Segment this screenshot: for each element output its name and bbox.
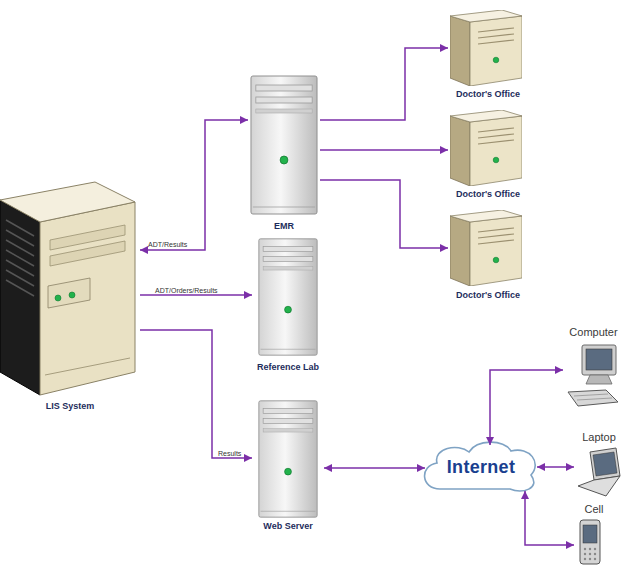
doctor-office-node: Doctor's Office xyxy=(448,8,528,100)
connector-arrow xyxy=(324,467,425,469)
office-computer-icon xyxy=(450,210,522,286)
connector-arrow xyxy=(537,466,574,468)
connector-arrow xyxy=(140,330,252,458)
node-label: Laptop xyxy=(582,431,616,443)
connector-arrow xyxy=(140,120,248,250)
connector-arrow xyxy=(140,294,252,296)
web-server-node: Web Server xyxy=(252,398,324,532)
emr-server-icon xyxy=(251,76,317,214)
edge-label: ADT/Results xyxy=(148,241,187,248)
node-label: Reference Lab xyxy=(257,363,319,373)
web-server-icon xyxy=(259,401,317,517)
office-computer-icon xyxy=(450,110,522,186)
laptop-icon xyxy=(578,448,620,496)
edge-label: Results xyxy=(218,450,241,457)
lis-server-node: LIS System xyxy=(0,180,140,412)
laptop-node: Laptop xyxy=(574,431,624,501)
connector-arrow xyxy=(320,149,448,151)
emr-server-node: EMR xyxy=(248,72,320,232)
cell-phone-icon xyxy=(580,520,600,564)
lis-tower-icon xyxy=(0,182,135,395)
computer-node: Computer xyxy=(563,326,624,412)
desktop-computer-icon xyxy=(568,345,618,406)
node-label: Internet xyxy=(447,458,515,478)
doctor-office-node: Doctor's Office xyxy=(448,108,528,200)
node-label: EMR xyxy=(274,222,294,232)
node-label: Doctor's Office xyxy=(456,90,520,100)
connector-arrow xyxy=(320,48,448,120)
doctor-office-node: Doctor's Office xyxy=(448,208,528,301)
connector-arrow xyxy=(525,491,574,545)
node-label: Web Server xyxy=(263,522,312,532)
connector-arrow xyxy=(490,370,563,445)
internet-node: Internet xyxy=(425,445,537,491)
cell-node: Cell xyxy=(574,503,614,568)
reference-lab-node: Reference Lab xyxy=(252,235,324,373)
node-label: Computer xyxy=(569,326,617,338)
office-computer-icon xyxy=(450,10,522,86)
node-label: Doctor's Office xyxy=(456,291,520,301)
edge-label: ADT/Orders/Results xyxy=(155,287,218,294)
node-label: Cell xyxy=(585,503,604,515)
node-label: LIS System xyxy=(46,402,95,412)
reference-lab-server-icon xyxy=(259,239,317,355)
node-label: Doctor's Office xyxy=(456,190,520,200)
connector-arrow xyxy=(320,180,448,248)
internet-cloud xyxy=(425,442,536,491)
